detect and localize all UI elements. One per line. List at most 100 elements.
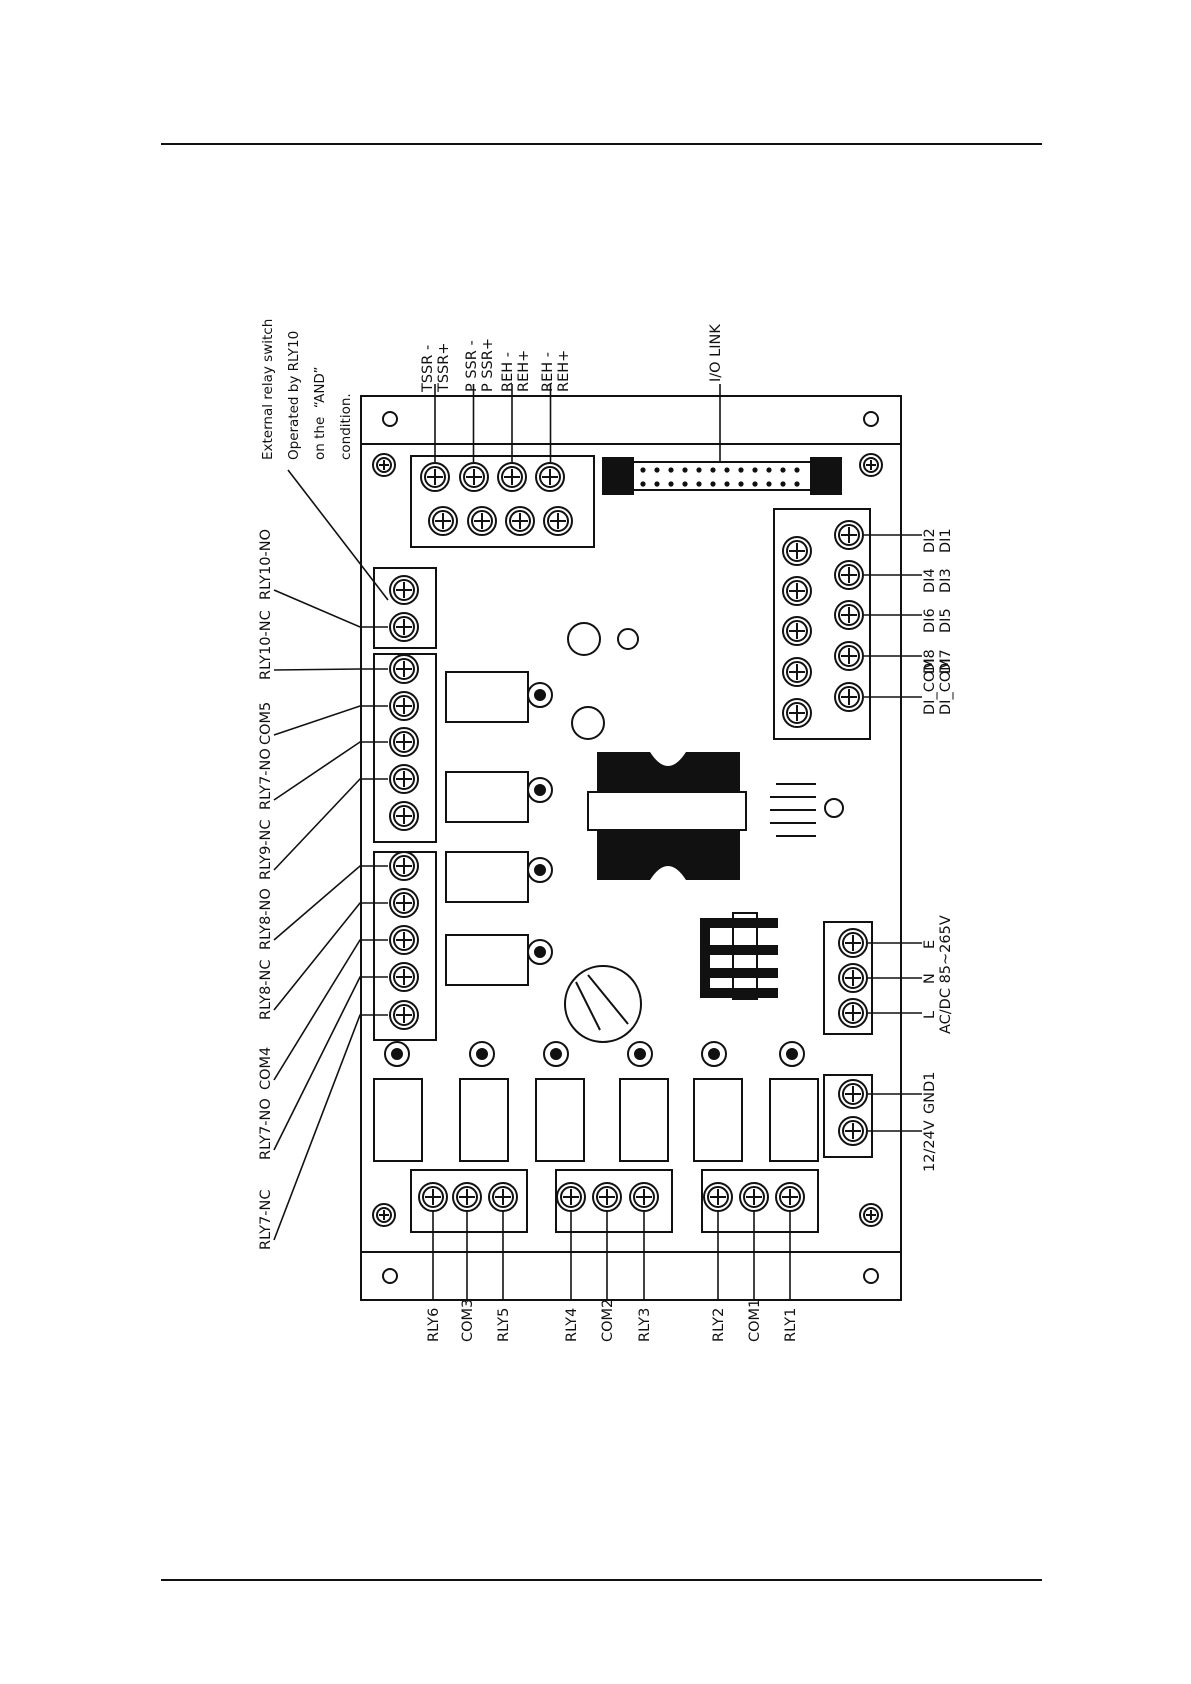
bottom-terminal-block-3 bbox=[701, 1169, 819, 1233]
io-link-connector bbox=[602, 461, 842, 491]
footer-rule bbox=[161, 1579, 1042, 1581]
relay bbox=[373, 1078, 423, 1162]
lead-line bbox=[273, 589, 388, 628]
bottom-terminal-label: RLY3 bbox=[637, 1308, 653, 1342]
terminal-screw bbox=[775, 1182, 805, 1212]
power-terminal-label: E bbox=[922, 940, 938, 949]
mount-hole bbox=[382, 411, 398, 427]
di-label: DI8 bbox=[922, 649, 938, 674]
relay bbox=[535, 1078, 585, 1162]
heatsink bbox=[770, 783, 816, 837]
left-terminal-label: RLY10-NC bbox=[258, 610, 274, 680]
terminal-screw bbox=[859, 453, 883, 477]
relay bbox=[445, 671, 529, 723]
top-terminal-label: TSSR+ bbox=[436, 343, 452, 394]
lead-line bbox=[273, 976, 388, 1151]
terminal-screw bbox=[389, 925, 419, 955]
terminal-screw bbox=[782, 616, 812, 646]
bottom-terminal-label: COM3 bbox=[460, 1299, 476, 1342]
terminal-screw bbox=[859, 1203, 883, 1227]
bottom-terminal-label: RLY2 bbox=[711, 1308, 727, 1342]
bottom-terminal-block-2 bbox=[555, 1169, 673, 1233]
lead-line bbox=[273, 902, 388, 1011]
relay bbox=[619, 1078, 669, 1162]
terminal-screw bbox=[834, 560, 864, 590]
transformer-bracket bbox=[732, 912, 758, 1000]
terminal-screw bbox=[782, 536, 812, 566]
top-terminal-label: P SSR+ bbox=[480, 338, 496, 392]
terminal-screw bbox=[467, 506, 497, 536]
left-terminal-label: RLY8-NC bbox=[258, 959, 274, 1020]
terminal-screw bbox=[389, 727, 419, 757]
terminal-screw bbox=[739, 1182, 769, 1212]
terminal-screw bbox=[389, 1000, 419, 1030]
terminal-screw bbox=[838, 1079, 868, 1109]
terminal-screw bbox=[782, 576, 812, 606]
capacitor bbox=[824, 798, 844, 818]
terminal-screw bbox=[389, 575, 419, 605]
top-terminal-label: REH+ bbox=[556, 350, 572, 392]
terminal-screw bbox=[505, 506, 535, 536]
capacitor bbox=[564, 965, 642, 1043]
bottom-terminal-label: COM2 bbox=[600, 1299, 616, 1342]
terminal-screw bbox=[838, 1116, 868, 1146]
terminal-screw bbox=[543, 506, 573, 536]
capacitor bbox=[617, 628, 639, 650]
gnd-label: GND1 bbox=[922, 1072, 938, 1114]
lead-line bbox=[273, 865, 388, 941]
top-terminal-label: REH - bbox=[540, 352, 556, 392]
terminal-screw bbox=[592, 1182, 622, 1212]
external-relay-note: condition. bbox=[338, 393, 354, 460]
left-terminal-label: RLY9-NC bbox=[258, 819, 274, 880]
terminal-screw bbox=[428, 506, 458, 536]
di-label: DI_COM bbox=[938, 658, 954, 715]
terminal-screw bbox=[389, 612, 419, 642]
left-terminal-label: COM5 bbox=[258, 702, 274, 745]
di-label: DI1 bbox=[938, 528, 954, 553]
bottom-terminal-label: RLY1 bbox=[783, 1308, 799, 1342]
terminal-screw bbox=[782, 657, 812, 687]
terminal-screw bbox=[838, 928, 868, 958]
relay bbox=[769, 1078, 819, 1162]
terminal-screw bbox=[389, 801, 419, 831]
terminal-screw bbox=[459, 462, 489, 492]
terminal-screw bbox=[834, 682, 864, 712]
io-link-label: I/O LINK bbox=[708, 324, 724, 382]
terminal-screw bbox=[389, 654, 419, 684]
terminal-screw bbox=[629, 1182, 659, 1212]
mount-hole bbox=[863, 1268, 879, 1284]
left-terminal-label: COM4 bbox=[258, 1047, 274, 1090]
terminal-screw bbox=[834, 600, 864, 630]
bottom-terminal-label: RLY5 bbox=[496, 1308, 512, 1342]
di-label: DI7 bbox=[938, 649, 954, 674]
bottom-mounting-flange bbox=[360, 1251, 902, 1301]
di-label: DI2 bbox=[922, 528, 938, 553]
left-terminal-label: RLY7-NC bbox=[258, 1189, 274, 1250]
terminal-screw bbox=[497, 462, 527, 492]
top-terminal-block bbox=[410, 455, 595, 548]
relay bbox=[459, 1078, 509, 1162]
top-terminal-label: REH+ bbox=[516, 350, 532, 392]
top-terminal-label: REH - bbox=[500, 352, 516, 392]
lead-line bbox=[273, 668, 388, 671]
lead-line bbox=[273, 705, 388, 736]
terminal-screw bbox=[418, 1182, 448, 1212]
di-terminal-block bbox=[773, 508, 871, 740]
terminal-screw bbox=[372, 1203, 396, 1227]
dc-terminal-block bbox=[823, 1074, 873, 1158]
power-terminal-label: N bbox=[922, 973, 938, 984]
bottom-terminal-label: COM1 bbox=[747, 1299, 763, 1342]
terminal-screw bbox=[782, 698, 812, 728]
lead-line bbox=[273, 741, 388, 801]
bottom-terminal-block-1 bbox=[410, 1169, 528, 1233]
left-terminal-block-ext bbox=[373, 567, 437, 649]
power-terminal-label: L bbox=[922, 1011, 938, 1019]
left-terminal-label: RLY8-NO bbox=[258, 888, 274, 950]
mount-hole bbox=[382, 1268, 398, 1284]
bottom-terminal-label: RLY4 bbox=[564, 1308, 580, 1342]
dc-voltage-label: 12/24V bbox=[922, 1120, 938, 1172]
small-transformer bbox=[700, 918, 778, 998]
relay bbox=[445, 934, 529, 986]
top-terminal-label: TSSR - bbox=[420, 345, 436, 393]
